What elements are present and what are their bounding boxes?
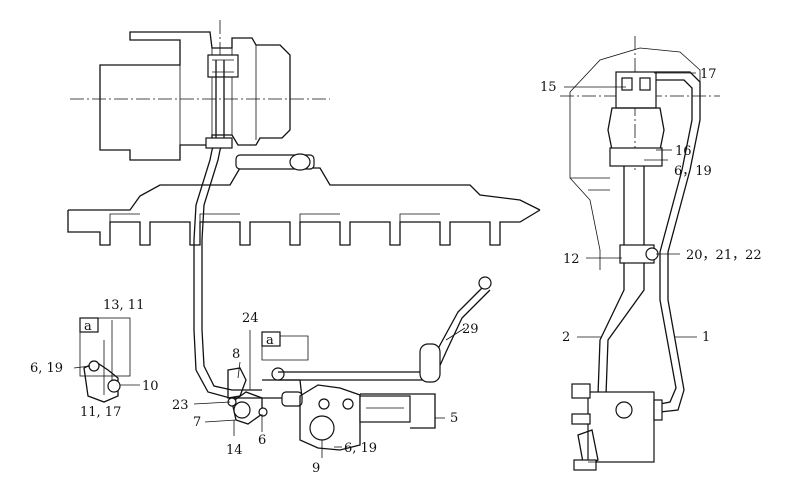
callout-11-17: 11, 17 <box>80 405 121 420</box>
callout-6-19-right: 6，19 <box>674 164 712 179</box>
callout-23: 23 <box>172 398 189 413</box>
engine-block-outline <box>99 31 291 161</box>
callout-16: 16 <box>675 144 692 159</box>
inset-detail <box>79 317 131 403</box>
callout-6-19-center: 6, 19 <box>344 441 377 456</box>
right-side-view <box>560 36 720 471</box>
callout-13-11: 13, 11 <box>103 298 144 313</box>
callout-10: 10 <box>142 379 159 394</box>
callout-5: 5 <box>450 411 458 426</box>
detail-a-label-inset: a <box>84 319 92 334</box>
callout-6: 6 <box>258 433 266 448</box>
top-bracket <box>207 54 239 78</box>
callout-17: 17 <box>700 67 717 82</box>
callout-24: 24 <box>242 311 259 326</box>
callout-29: 29 <box>462 322 479 337</box>
callout-8: 8 <box>232 347 240 362</box>
callout-20-21-22: 20，21，22 <box>686 248 762 263</box>
callout-14: 14 <box>226 443 243 458</box>
leader-lines <box>73 72 697 458</box>
return-pipe <box>278 276 492 383</box>
callout-6-19-inset: 6, 19 <box>30 361 63 376</box>
detail-a-frame <box>261 331 309 361</box>
manifold-boss <box>235 153 315 171</box>
callout-1: 1 <box>702 330 710 345</box>
oil-feed-pipe <box>193 60 262 399</box>
callout-7: 7 <box>193 415 201 430</box>
callout-12: 12 <box>563 252 580 267</box>
exhaust-manifold <box>67 167 541 246</box>
valve-bracket-assembly <box>227 367 436 451</box>
detail-a-label-main: a <box>266 333 274 348</box>
callout-9: 9 <box>312 461 320 476</box>
callout-15: 15 <box>540 80 557 95</box>
callout-2: 2 <box>562 330 570 345</box>
